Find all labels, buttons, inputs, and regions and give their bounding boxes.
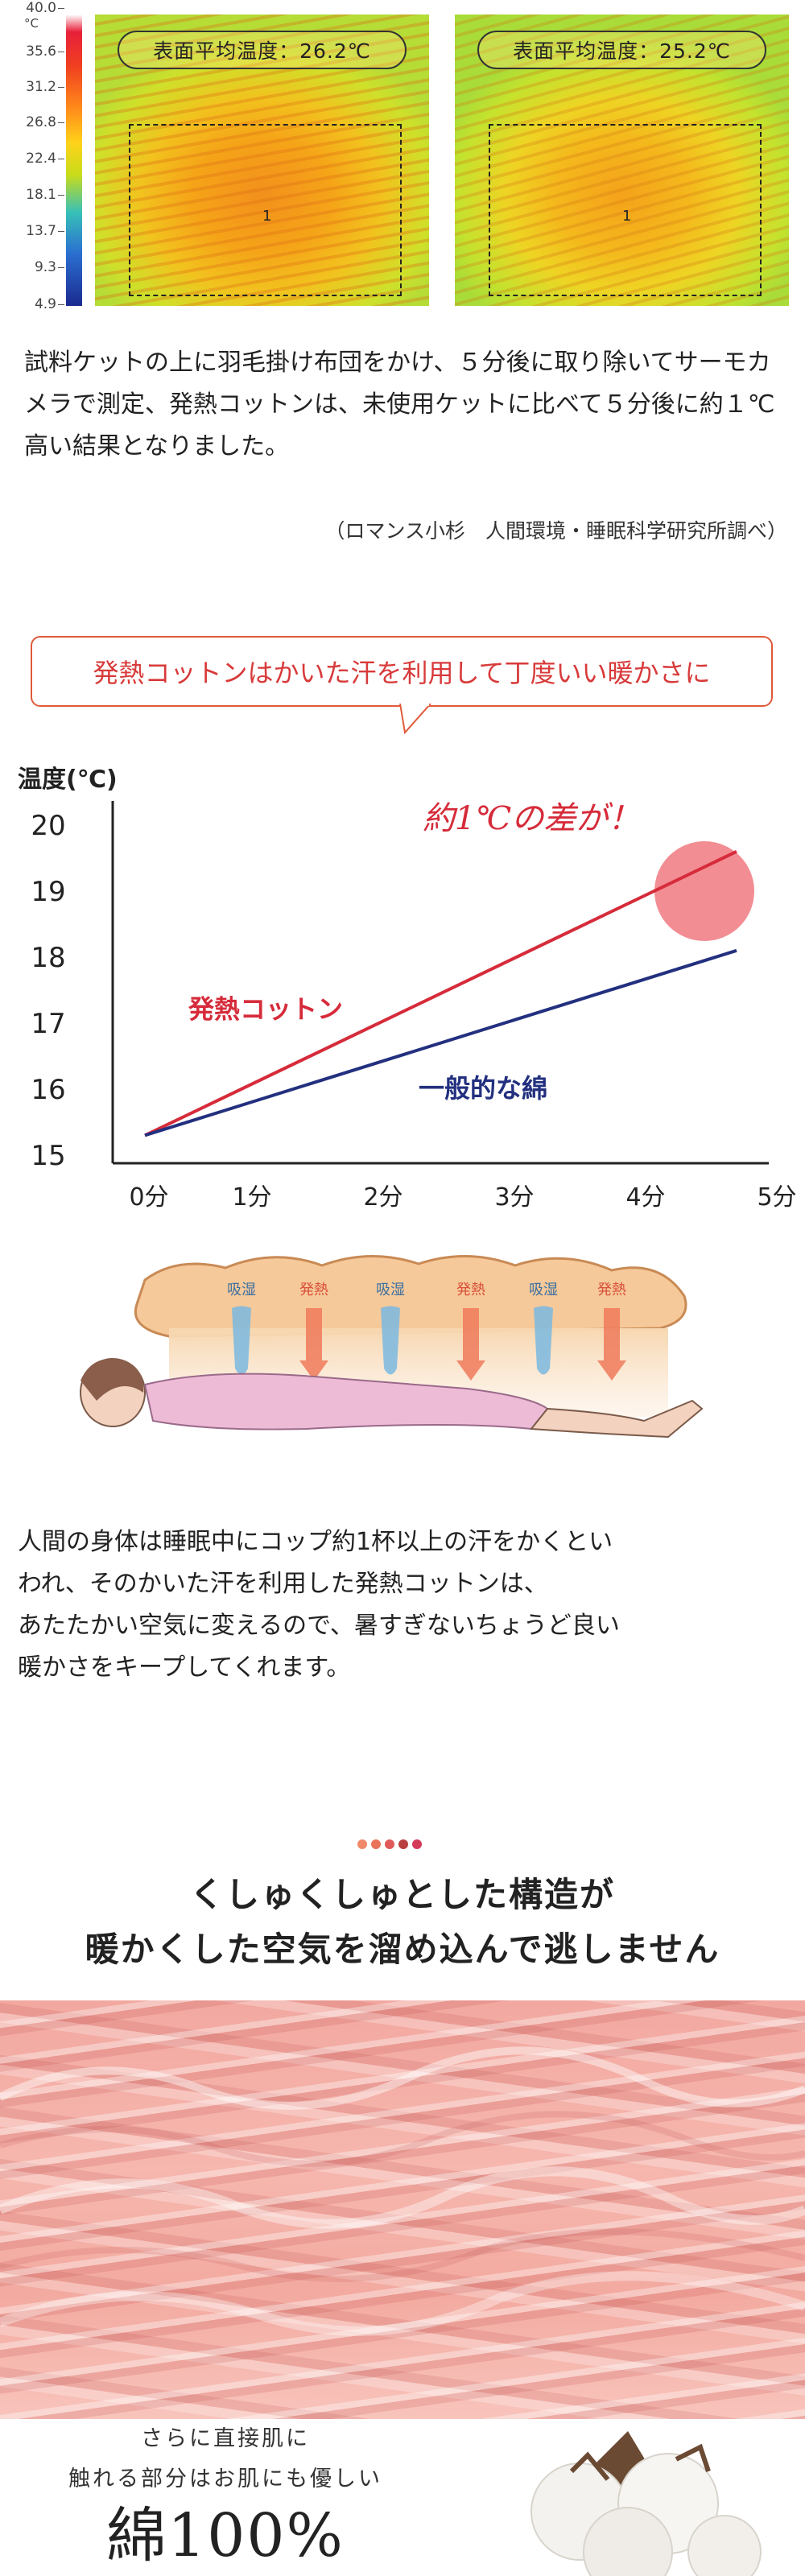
cotton-copy: さらに直接肌に 触れる部分はお肌にも優しい 綿100% [0,2419,451,2572]
heat-arrow-icon [299,1308,328,1381]
scale-unit: °C [24,16,39,31]
process-label: 吸湿 [227,1282,256,1298]
series-label-regular-cotton: 一般的な綿 [419,1073,547,1104]
heat-arrow-icon [456,1308,485,1381]
sleeping-body-illustration: 吸湿 発熱 吸湿 発熱 吸湿 発熱 [80,1255,704,1439]
thermal-image-heat-cotton: 表面平均温度：26.2℃ 1 [95,14,429,306]
difference-highlight [654,841,754,941]
scale-tick: 22.4 [0,152,64,166]
pajamas [143,1373,549,1430]
decorative-dot [357,1839,367,1849]
series-line-regular-cotton [144,948,737,1137]
scale-tick: 40.0 [0,2,64,15]
measurement-area [489,124,762,296]
heading-line-1: くしゅくしゅとした構造が [189,1875,615,1914]
difference-annotation: 約1℃の差が！ [423,800,640,837]
measurement-point: 1 [262,208,272,225]
process-label: 発熱 [456,1282,485,1298]
explanation-line: あたたかい空気に変えるので、暑すぎないちょうど良い [18,1612,620,1640]
callout-tail [399,704,431,735]
explanation-line: 人間の身体は睡眠中にコップ約1杯以上の汗をかくとい [18,1528,613,1556]
legs [530,1399,704,1439]
surface-temp-label: 表面平均温度：25.2℃ [477,31,766,69]
callout-banner: 発熱コットンはかいた汗を利用して丁度いい暖かさに [31,636,773,707]
process-label: 吸湿 [529,1282,558,1298]
moisture-drop-icon [381,1306,400,1375]
y-axis-label: 温度(℃) [18,766,118,794]
heading-line-2: 暖かくした空気を溜め込んで逃しません [85,1930,720,1969]
surface-temp-label: 表面平均温度：26.2℃ [118,31,407,69]
cotton-boll-icon [530,2431,762,2576]
process-label: 吸湿 [376,1282,405,1298]
scale-tick: 18.1 [0,188,64,202]
scale-tick: 9.3 [0,261,64,275]
cotton-100-percent: 綿100% [106,2501,345,2570]
source-note: （ロマンス小杉 人間環境・睡眠科学研究所調べ） [324,519,787,543]
series-line-heat-cotton [144,849,737,1137]
x-tick-label: 5分 [757,1183,796,1212]
moisture-drop-icon [534,1306,553,1375]
y-tick-label: 16 [31,1074,65,1106]
process-label: 発熱 [299,1282,328,1298]
y-tick-label: 15 [31,1140,65,1172]
section-heading: くしゅくしゅとした構造が 暖かくした空気を溜め込んで逃しません [0,1868,805,1977]
series-label-heat-cotton: 発熱コットン [188,994,343,1025]
process-label: 発熱 [597,1282,626,1298]
y-tick-label: 18 [31,942,65,974]
x-tick-label: 3分 [494,1183,534,1212]
decorative-dot [398,1839,408,1849]
heat-arrow-icon [597,1308,626,1381]
thermal-image-regular-cotton: 表面平均温度：25.2℃ 1 [455,14,789,306]
cotton-line-1: さらに直接肌に [141,2426,310,2451]
moisture-drop-icon [232,1306,251,1375]
decorative-dot [385,1839,394,1849]
x-tick-label: 0分 [129,1183,168,1212]
explanation-text: 人間の身体は睡眠中にコップ約1杯以上の汗をかくとい われ、そのかいた汗を利用した… [18,1521,791,1689]
decorative-dot [371,1839,381,1849]
decorative-dot [412,1839,422,1849]
measurement-point: 1 [622,208,632,225]
temperature-scale: °C 40.0 35.6 31.2 26.8 22.4 18.1 13.7 9.… [0,0,89,314]
y-tick-label: 19 [31,876,65,908]
x-tick-label: 1分 [232,1183,271,1212]
hair [80,1358,144,1401]
y-tick-label: 17 [31,1008,65,1040]
scale-tick: 4.9 [0,298,64,312]
cotton-line-2: 触れる部分はお肌にも優しい [68,2467,382,2491]
scale-tick: 35.6 [0,45,64,59]
measurement-area [129,124,402,296]
x-tick-label: 2分 [363,1183,402,1212]
explanation-line: 暖かさをキープしてくれます。 [18,1653,351,1682]
fabric-texture-photo [0,2000,805,2419]
scale-tick: 31.2 [0,80,64,94]
scale-tick: 26.8 [0,116,64,130]
color-scale-bar [66,14,82,306]
scale-tick: 13.7 [0,225,64,238]
test-caption: 試料ケットの上に羽毛掛け布団をかけ、５分後に取り除いてサーモカメラで測定、発熱コ… [24,349,775,460]
y-tick-label: 20 [31,810,65,842]
x-tick-label: 4分 [625,1183,665,1212]
explanation-line: われ、そのかいた汗を利用した発熱コットンは、 [18,1570,548,1598]
temperature-chart: 温度(℃) 20 19 18 17 16 15 0分 1分 2分 3分 4分 5分 発熱コットン一般的な… [18,766,797,1212]
decorative-dots [357,1837,446,1853]
moisture-heat-arrows: 吸湿 発熱 吸湿 発熱 吸湿 発熱 [227,1282,626,1381]
